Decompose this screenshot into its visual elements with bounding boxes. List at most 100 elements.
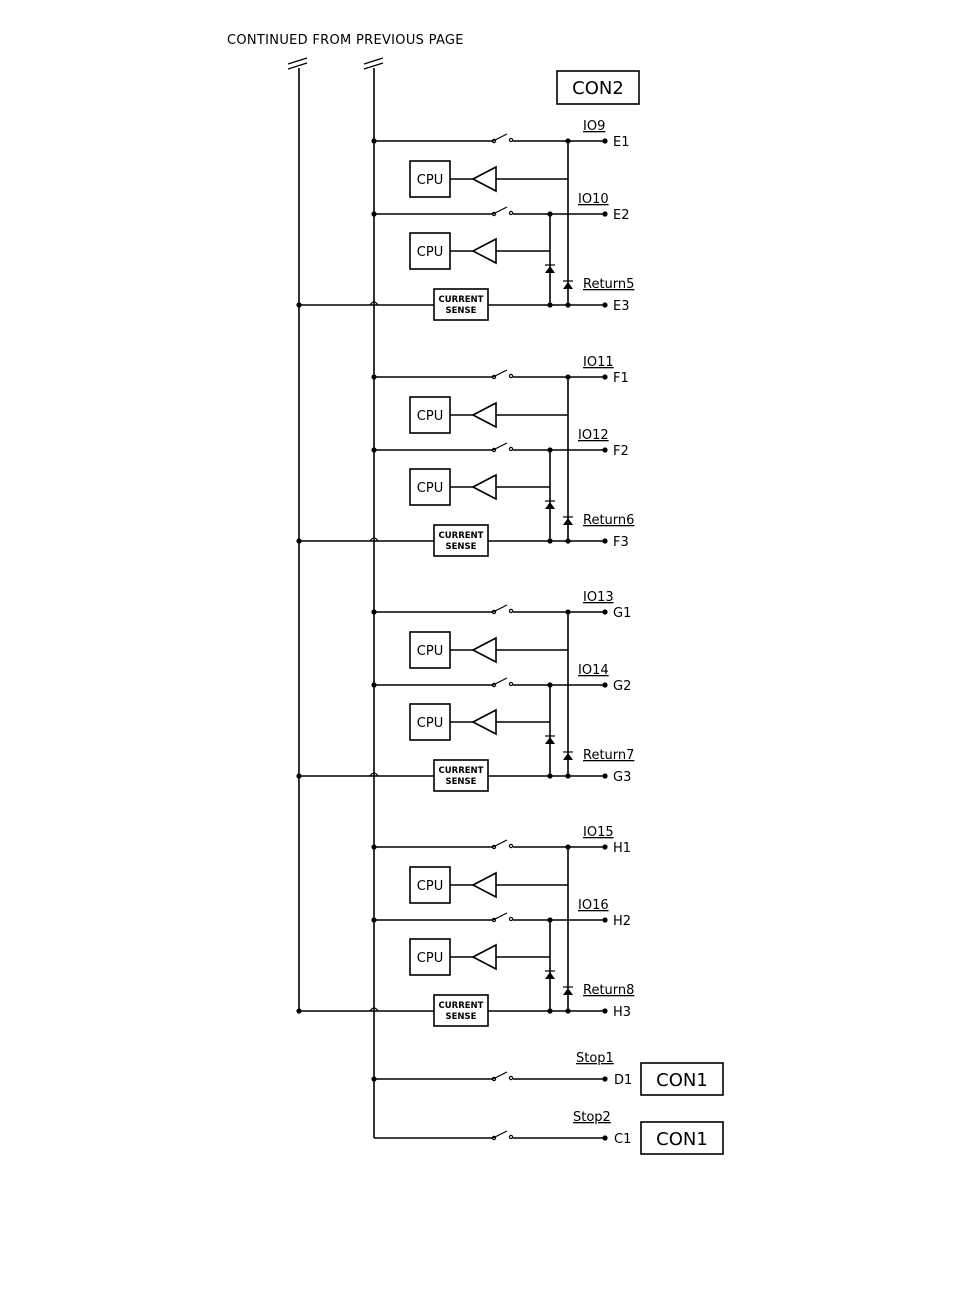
io-channel-groups: IO9E1CPUIO10E2CPUCURRENTSENSEReturn5E3IO… xyxy=(296,119,634,1027)
cpu-label: CPU xyxy=(417,245,443,260)
stop-pin-label: C1 xyxy=(614,1132,631,1147)
stop-label: Stop1 xyxy=(576,1051,614,1066)
switch-a xyxy=(374,133,603,144)
current-sense-label-1: CURRENT xyxy=(439,1001,484,1011)
cpu-label: CPU xyxy=(417,409,443,424)
terminal-dot xyxy=(602,1135,608,1141)
cpu-label: CPU xyxy=(417,716,443,731)
con2-connector: CON2 xyxy=(556,70,640,105)
terminal-dot xyxy=(602,1076,608,1082)
cpu-label: CPU xyxy=(417,879,443,894)
cpu-buffer-a: CPU xyxy=(409,160,568,198)
junction-dot xyxy=(547,1008,553,1014)
crossover-hop xyxy=(369,301,379,306)
return-label: Return5 xyxy=(583,277,634,292)
junction-dot xyxy=(565,302,571,308)
crossover-hop xyxy=(369,772,379,777)
stop-label: Stop2 xyxy=(573,1110,611,1125)
crossover-hop xyxy=(369,1007,379,1012)
stop-pin-label: D1 xyxy=(614,1073,632,1088)
junction-dot xyxy=(565,1008,571,1014)
switch-b xyxy=(374,912,603,923)
io-label-a: IO9 xyxy=(583,119,605,134)
cpu-label: CPU xyxy=(417,481,443,496)
terminal-dot xyxy=(602,302,608,308)
cpu-buffer-b: CPU xyxy=(409,468,550,506)
junction-dot xyxy=(547,538,553,544)
terminal-dot xyxy=(602,844,608,850)
io-label-a: IO13 xyxy=(583,590,614,605)
io-label-a: IO11 xyxy=(583,355,614,370)
return-label: Return7 xyxy=(583,748,634,763)
current-sense-label-2: SENSE xyxy=(446,1012,477,1022)
terminal-dot xyxy=(602,682,608,688)
current-sense-label-2: SENSE xyxy=(446,542,477,552)
return-label: Return6 xyxy=(583,513,634,528)
pin-label-c: F3 xyxy=(613,535,629,550)
switch-a xyxy=(374,369,603,380)
cpu-box xyxy=(409,160,451,198)
pin-label-b: E2 xyxy=(613,208,630,223)
con1-label: CON1 xyxy=(656,1070,708,1091)
pin-label-b: H2 xyxy=(613,914,631,929)
cpu-buffer-b: CPU xyxy=(409,703,550,741)
right-bus xyxy=(363,57,384,1138)
cpu-buffer-b: CPU xyxy=(409,232,550,270)
buffer-icon xyxy=(471,473,497,501)
cpu-box xyxy=(409,396,451,434)
diode-b xyxy=(545,970,555,979)
cpu-label: CPU xyxy=(417,173,443,188)
terminal-dot xyxy=(602,374,608,380)
terminal-dot xyxy=(602,447,608,453)
current-sense-box xyxy=(433,524,489,557)
left-bus xyxy=(287,57,308,1010)
con1-label: CON1 xyxy=(656,1129,708,1150)
cpu-label: CPU xyxy=(417,644,443,659)
cpu-box xyxy=(409,631,451,669)
header-text: CONTINUED FROM PREVIOUS PAGE xyxy=(227,33,464,48)
switch-b xyxy=(374,677,603,688)
diode-b xyxy=(545,264,555,273)
terminal-dot xyxy=(602,917,608,923)
current-sense-label-1: CURRENT xyxy=(439,531,484,541)
buffer-icon xyxy=(471,636,497,664)
diode-a xyxy=(563,516,573,525)
stop-switch xyxy=(374,1130,603,1141)
buffer-icon xyxy=(471,943,497,971)
stop-switch xyxy=(374,1071,603,1082)
pin-label-a: H1 xyxy=(613,841,631,856)
terminal-dot xyxy=(602,211,608,217)
current-sense-label-1: CURRENT xyxy=(439,295,484,305)
terminal-dot xyxy=(602,773,608,779)
current-sense-box xyxy=(433,759,489,792)
io-label-b: IO16 xyxy=(578,898,609,913)
switch-b xyxy=(374,206,603,217)
cpu-box xyxy=(409,468,451,506)
terminal-dot xyxy=(602,138,608,144)
buffer-icon xyxy=(471,871,497,899)
pin-label-b: G2 xyxy=(613,679,631,694)
diode-a xyxy=(563,280,573,289)
cpu-buffer-a: CPU xyxy=(409,396,568,434)
junction-dot xyxy=(547,773,553,779)
con2-label: CON2 xyxy=(572,78,624,99)
io-label-b: IO14 xyxy=(578,663,609,678)
pin-label-a: F1 xyxy=(613,371,629,386)
buffer-icon xyxy=(471,708,497,736)
terminal-dot xyxy=(602,609,608,615)
junction-dot xyxy=(547,302,553,308)
io-label-a: IO15 xyxy=(583,825,614,840)
pin-label-b: F2 xyxy=(613,444,629,459)
junction-dot xyxy=(565,538,571,544)
diode-a xyxy=(563,986,573,995)
current-sense-box xyxy=(433,288,489,321)
return-label: Return8 xyxy=(583,983,634,998)
pin-label-a: E1 xyxy=(613,135,630,150)
switch-b xyxy=(374,442,603,453)
cpu-buffer-a: CPU xyxy=(409,866,568,904)
io-label-b: IO12 xyxy=(578,428,609,443)
